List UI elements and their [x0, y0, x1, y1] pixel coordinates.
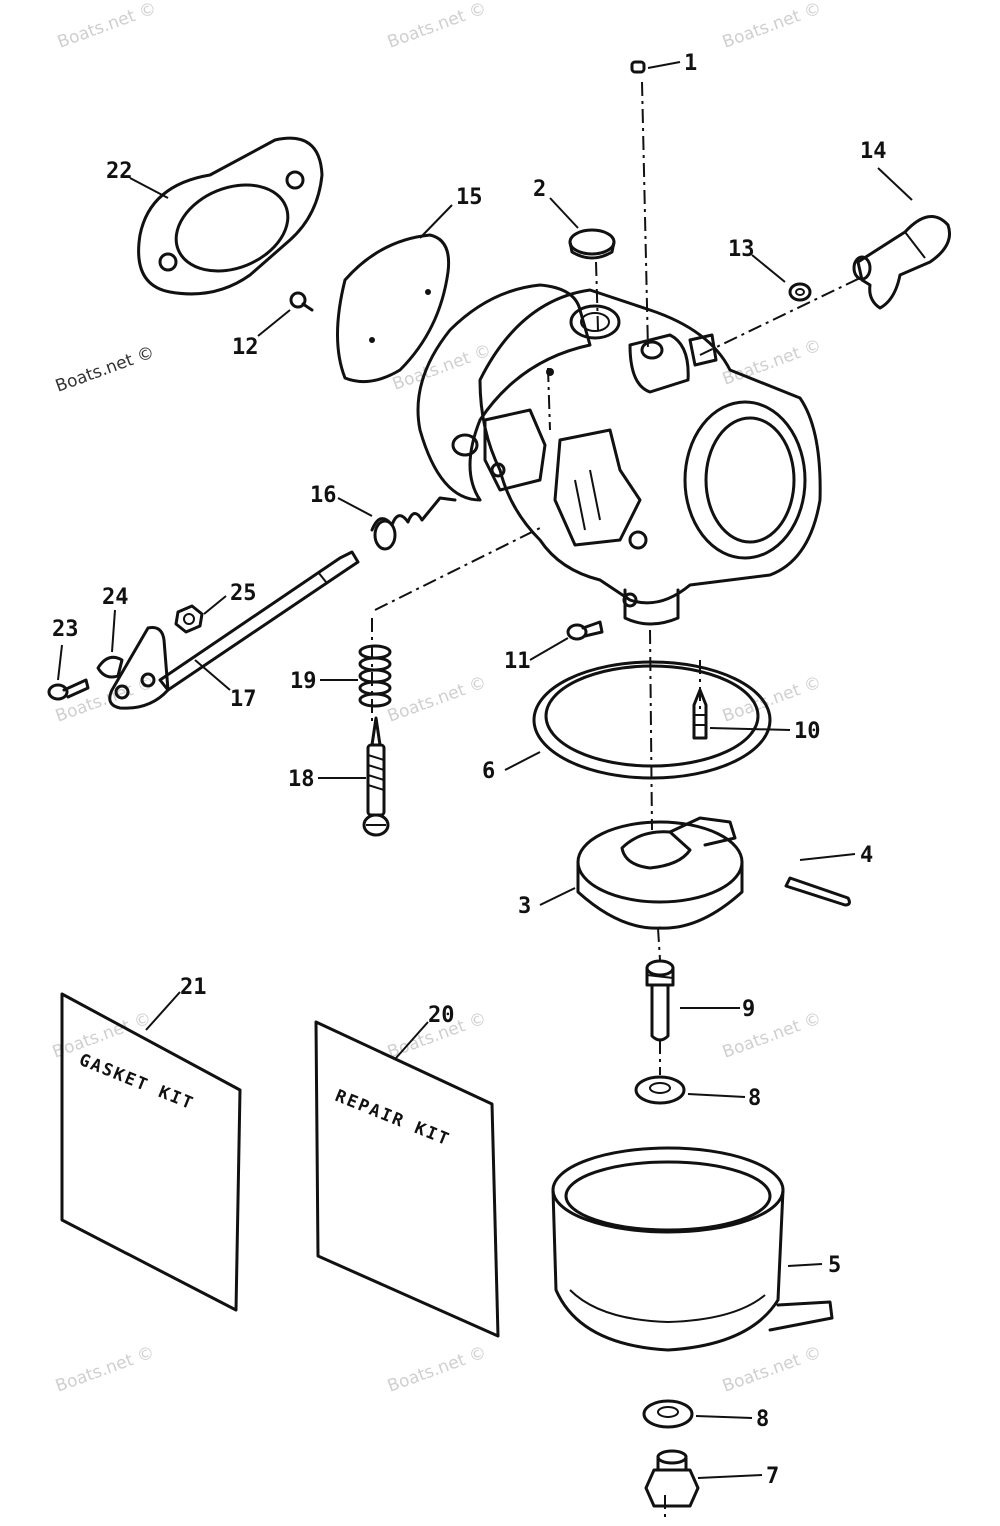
part-17-shaft — [158, 550, 360, 692]
watermark: Boats.net © — [720, 0, 824, 53]
gasket-kit-label: GASKET KIT — [76, 1050, 197, 1114]
part-9-main-jet — [645, 959, 675, 1042]
watermark: Boats.net © — [390, 340, 494, 394]
watermark: Boats.net © — [720, 1008, 824, 1062]
callout-9: 9 — [742, 997, 755, 1022]
callout-10: 10 — [794, 719, 821, 744]
part-11-screw — [566, 620, 604, 641]
callout-3: 3 — [518, 894, 531, 919]
callout-11: 11 — [504, 649, 531, 674]
callout-19: 19 — [290, 669, 317, 694]
part-12-screw — [289, 291, 314, 312]
part-25-nut — [174, 604, 204, 634]
part-14-fuel-fitting — [852, 215, 951, 310]
watermark: Boats.net © — [385, 672, 489, 726]
callout-15: 15 — [456, 185, 483, 210]
callout-2: 2 — [533, 177, 546, 202]
part-3-float — [576, 816, 744, 930]
callout-6: 6 — [482, 759, 495, 784]
callout-17: 17 — [230, 687, 257, 712]
callout-4: 4 — [860, 843, 873, 868]
callout-25: 25 — [230, 581, 257, 606]
callout-22: 22 — [106, 159, 133, 184]
part-16-spring — [370, 496, 457, 551]
part-8-washer-lower — [642, 1399, 694, 1429]
callout-13: 13 — [728, 237, 755, 262]
watermark: Boats.net © — [385, 1342, 489, 1396]
repair-kit-label: REPAIR KIT — [332, 1086, 453, 1150]
callout-12: 12 — [232, 335, 259, 360]
part-6-bowl-gasket — [532, 660, 772, 780]
part-19-spring — [358, 644, 392, 708]
part-1-plug — [630, 60, 646, 74]
watermark: Boats.net © — [720, 335, 824, 389]
callout-23: 23 — [52, 617, 79, 642]
callout-7: 7 — [766, 1464, 779, 1489]
part-5-float-bowl — [551, 1146, 834, 1352]
part-8-washer-upper — [634, 1075, 686, 1105]
watermark: Boats.net © — [53, 342, 157, 396]
callout-14: 14 — [860, 139, 887, 164]
callout-5: 5 — [828, 1253, 841, 1278]
part-4-float-pin — [784, 876, 851, 907]
callout-16: 16 — [310, 483, 337, 508]
part-13-washer — [788, 282, 812, 302]
part-carburetor-body — [416, 283, 822, 626]
part-24-lever — [96, 626, 170, 710]
watermarks: Boats.net © Boats.net © Boats.net © Boat… — [50, 0, 824, 1397]
callout-1: 1 — [684, 51, 697, 76]
part-15-cover-gasket — [336, 233, 451, 384]
watermark: Boats.net © — [55, 0, 159, 53]
watermark: Boats.net © — [385, 0, 489, 53]
part-2-welch-plug — [568, 228, 616, 260]
callout-24: 24 — [102, 585, 129, 610]
part-18-needle — [362, 716, 390, 837]
part-7-drain-plug — [644, 1449, 700, 1508]
part-23-screw — [47, 678, 90, 701]
part-20-repair-kit: REPAIR KIT — [314, 1020, 500, 1338]
callout-8-lower: 8 — [756, 1407, 769, 1432]
callout-20: 20 — [428, 1003, 455, 1028]
watermark: Boats.net © — [53, 1342, 157, 1396]
part-10-inlet-needle — [692, 688, 708, 740]
callout-labels: 1 2 3 4 5 6 7 8 8 9 10 11 12 13 14 15 16… — [52, 51, 887, 1489]
callout-18: 18 — [288, 767, 315, 792]
part-22-flange-gasket — [137, 136, 324, 296]
watermark: Boats.net © — [720, 1342, 824, 1396]
callout-21: 21 — [180, 975, 207, 1000]
callout-8-upper: 8 — [748, 1086, 761, 1111]
callout-leaders — [57, 61, 913, 1479]
